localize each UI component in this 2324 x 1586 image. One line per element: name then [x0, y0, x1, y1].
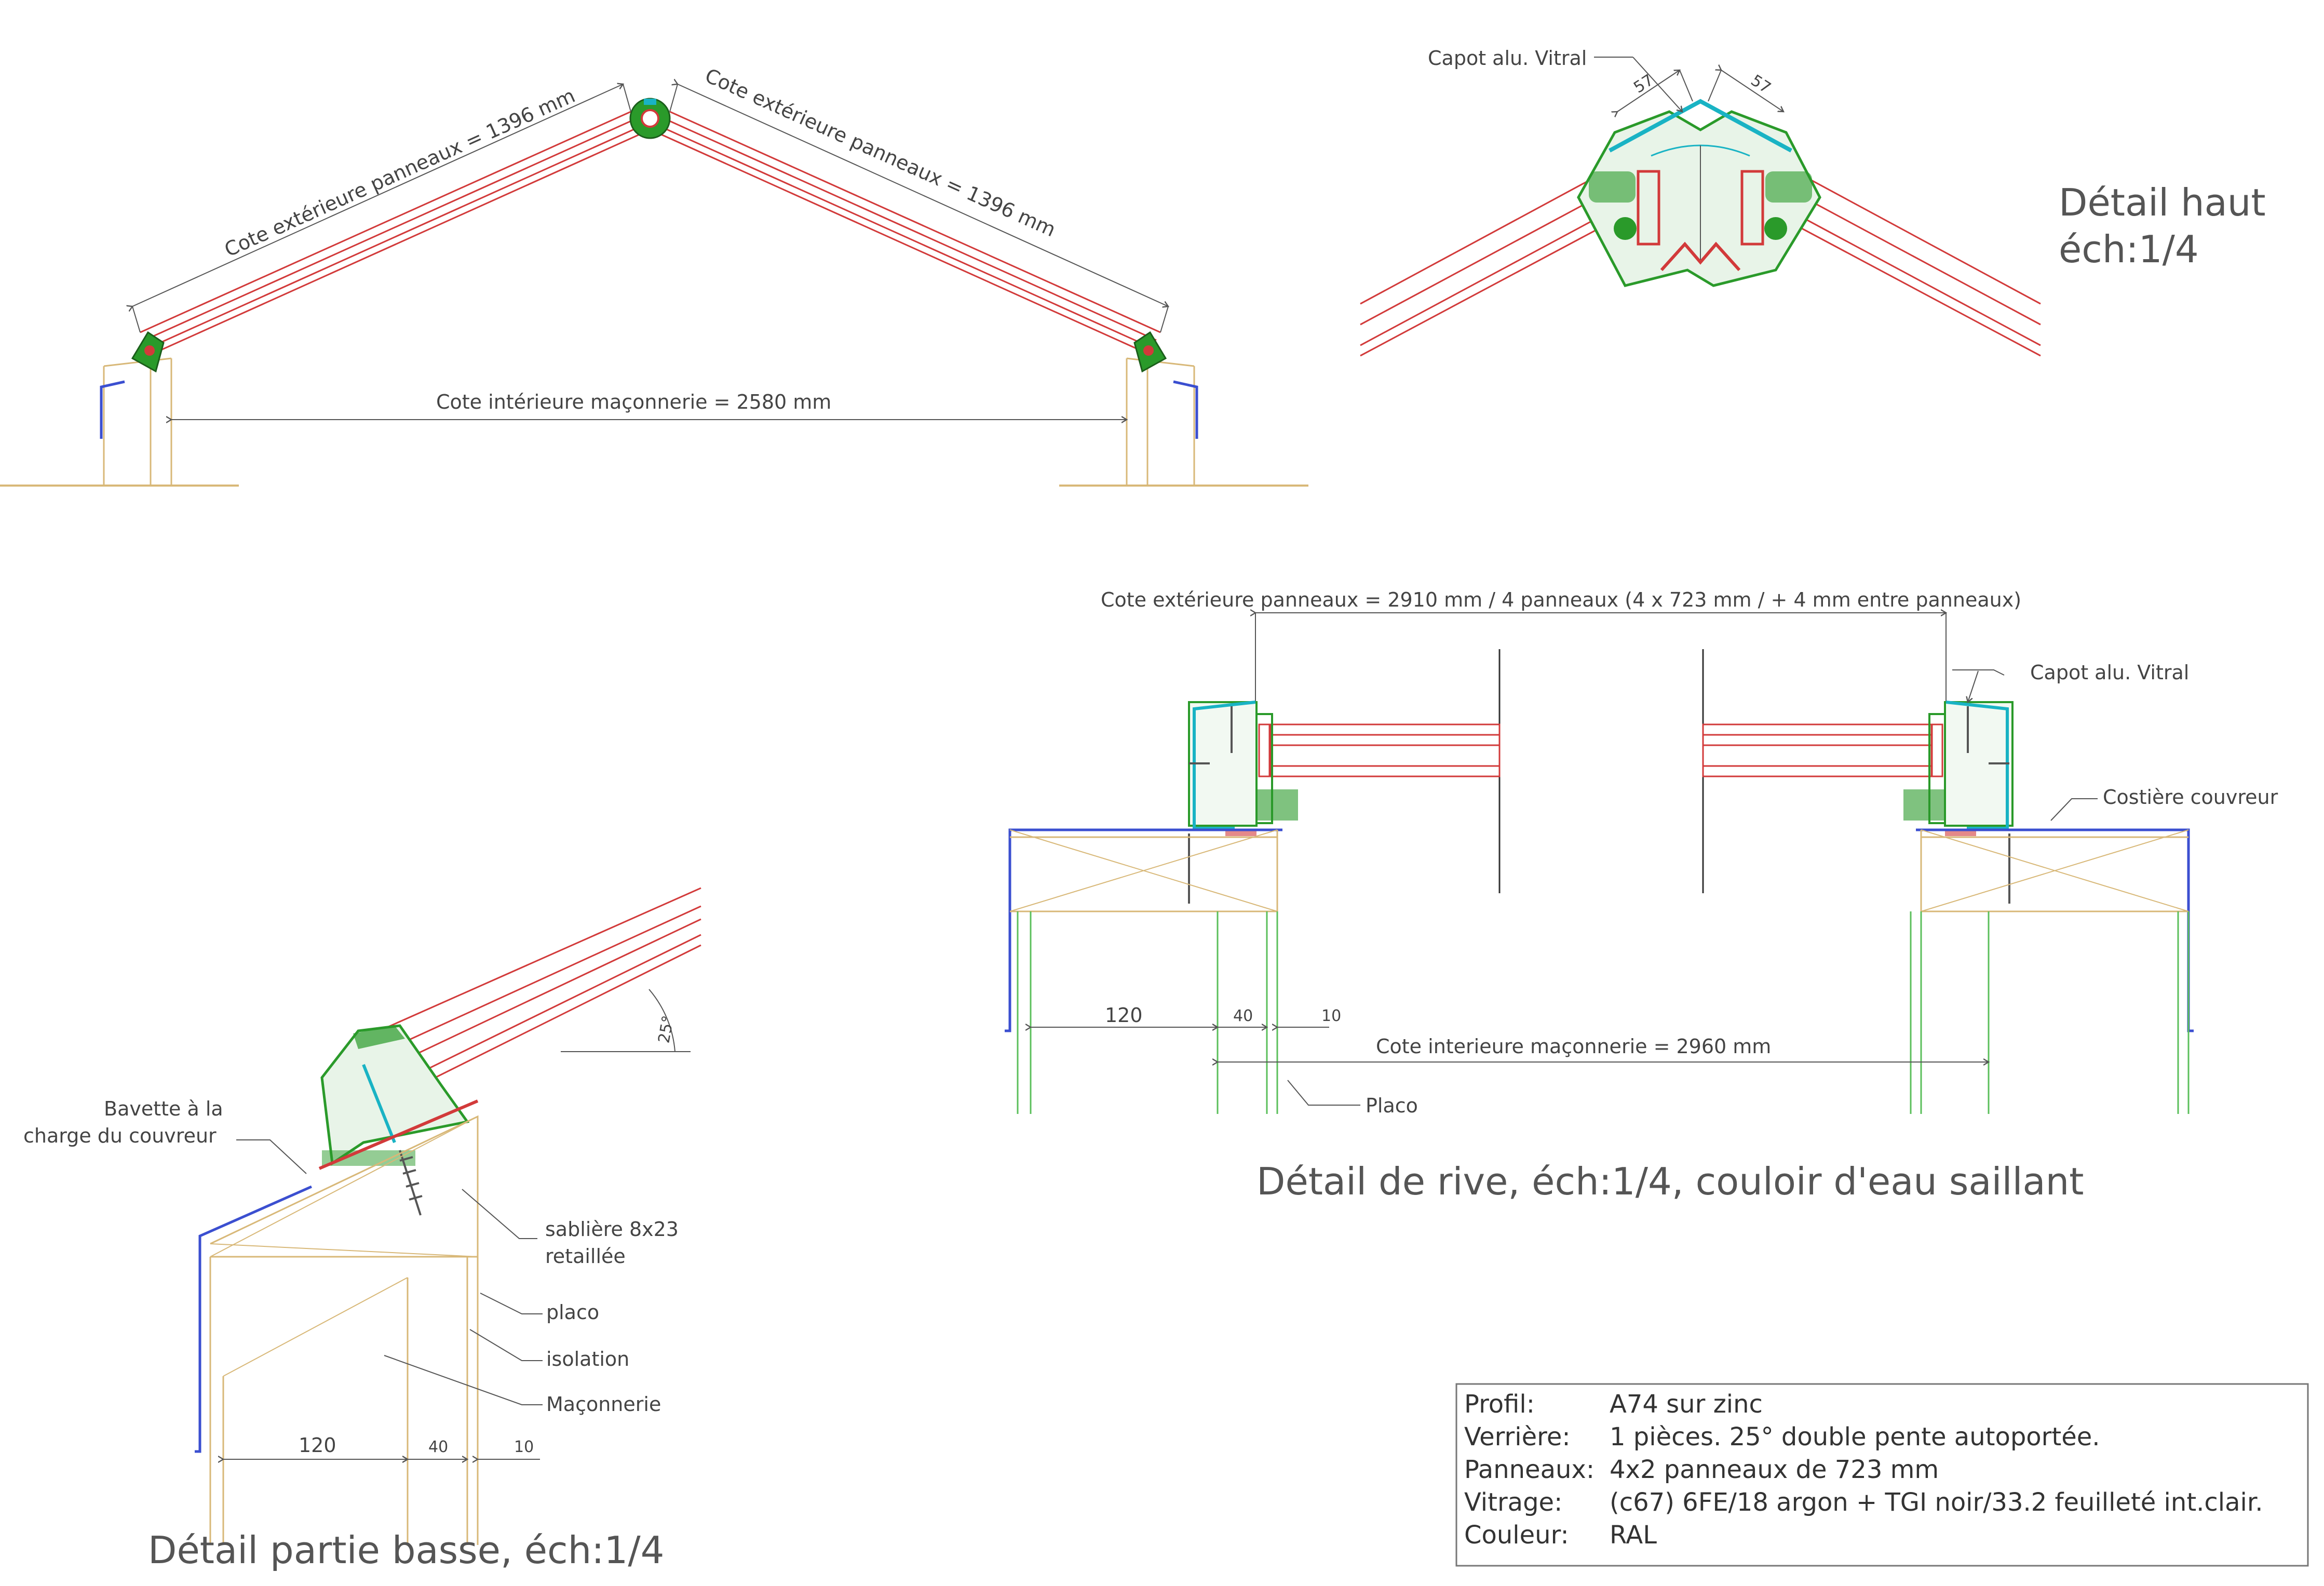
basse-dim-40: 40 — [428, 1438, 448, 1456]
detail-rive-title: Détail de rive, éch:1/4, couloir d'eau s… — [1256, 1160, 2084, 1203]
ridge-profile-detail — [1577, 99, 1821, 287]
rive-capot-label: Capot alu. Vitral — [2030, 661, 2189, 684]
rive-dim-40: 40 — [1233, 1007, 1253, 1025]
left-glass-panel — [140, 111, 642, 355]
detail-basse-title: Détail partie basse, éch:1/4 — [148, 1528, 664, 1572]
rive-left-glass — [1270, 723, 1501, 777]
bavette-label-1: Bavette à la — [104, 1097, 223, 1120]
left-eave-profile — [131, 331, 165, 373]
basse-dim-120: 120 — [299, 1434, 336, 1457]
rive-dim-120: 120 — [1105, 1004, 1143, 1027]
basse-dim-10: 10 — [514, 1438, 534, 1456]
rive-costiere-label: Costière couvreur — [2103, 786, 2278, 809]
title-block-key: Profil: — [1464, 1390, 1535, 1419]
basse-screw — [399, 1150, 423, 1216]
placo-label: placo — [546, 1301, 599, 1324]
detail-haut-glass-left — [1360, 178, 1611, 357]
isolation-label: isolation — [546, 1348, 629, 1370]
basse-wall — [195, 1115, 479, 1545]
overview-section: Cote extérieure panneaux = 1396 mm Cote … — [0, 64, 1308, 487]
dim-57-right: 57 — [1748, 71, 1774, 97]
rive-left-profile — [1188, 701, 1298, 836]
rive-right-glass — [1702, 723, 1933, 777]
rive-dim-10: 10 — [1321, 1007, 1341, 1025]
rive-right-wall — [1910, 828, 2194, 1114]
interior-dimension-overview: Cote intérieure maçonnerie = 2580 mm — [436, 391, 831, 413]
title-block-value: RAL — [1610, 1521, 1657, 1550]
detail-rive-section: Cote extérieure panneaux = 2910 mm / 4 p… — [1005, 588, 2278, 1203]
rive-top-dimension: Cote extérieure panneaux = 2910 mm / 4 p… — [1101, 588, 2021, 611]
title-block-key: Vitrage: — [1464, 1488, 1562, 1517]
rive-left-wall — [1005, 828, 1282, 1114]
title-block-value: (c67) 6FE/18 argon + TGI noir/33.2 feuil… — [1610, 1488, 2263, 1517]
rive-placo-label: Placo — [1366, 1094, 1418, 1117]
right-eave-profile — [1133, 331, 1167, 373]
title-block-key: Verrière: — [1464, 1422, 1571, 1451]
detail-basse-section: 25° — [23, 887, 701, 1572]
basse-profile — [318, 1024, 479, 1170]
title-block-value: 4x2 panneaux de 723 mm — [1610, 1455, 1939, 1484]
bavette-label-2: charge du couvreur — [23, 1124, 217, 1147]
detail-haut-title: Détail haut — [2059, 181, 2266, 224]
basse-angle-label: 25° — [655, 1014, 678, 1044]
title-block-value: 1 pièces. 25° double pente autoportée. — [1610, 1422, 2100, 1451]
ridge-profile — [629, 98, 671, 139]
rive-interior-dimension: Cote interieure maçonnerie = 2960 mm — [1376, 1035, 1771, 1058]
sabliere-label-2: retaillée — [545, 1245, 626, 1268]
detail-haut-glass-right — [1790, 178, 2041, 357]
right-slope-dimension: Cote extérieure panneaux = 1396 mm — [701, 64, 1059, 241]
detail-haut-scale: éch:1/4 — [2059, 227, 2199, 271]
title-block-key: Couleur: — [1464, 1521, 1569, 1550]
dim-57-left: 57 — [1630, 71, 1657, 97]
maconnerie-label: Maçonnerie — [546, 1393, 661, 1416]
sabliere-label-1: sablière 8x23 — [545, 1218, 679, 1241]
detail-haut-section: Capot alu. Vitral 57 57 Détail haut éch:… — [1360, 47, 2266, 357]
capot-label-haut: Capot alu. Vitral — [1428, 47, 1587, 70]
basse-glass — [379, 887, 701, 1086]
title-block-key: Panneaux: — [1464, 1455, 1595, 1484]
rive-right-profile — [1903, 701, 2014, 836]
right-wall — [1126, 357, 1195, 486]
title-block-value: A74 sur zinc — [1610, 1390, 1763, 1419]
left-wall — [103, 357, 172, 486]
right-glass-panel — [658, 111, 1161, 355]
